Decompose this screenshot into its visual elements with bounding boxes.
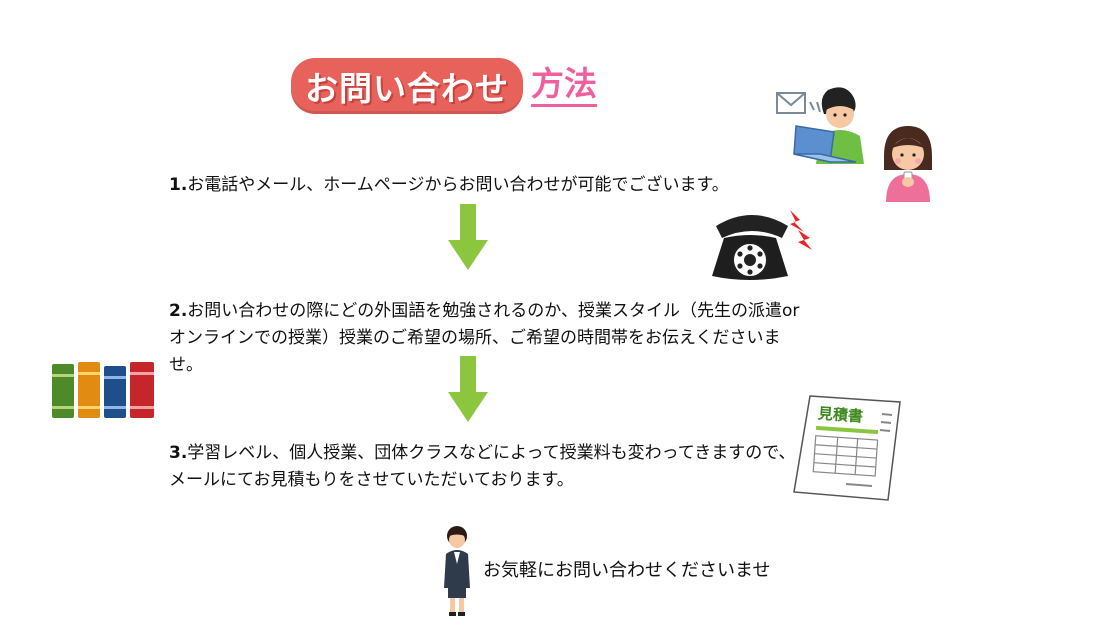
step-number: 3. <box>169 443 188 463</box>
title-pill-text: お問い合わせ <box>305 69 509 108</box>
closing-message: お気軽にお問い合わせくださいませ <box>483 560 771 581</box>
step-text: 学習レベル、個人授業、団体クラスなどによって授業料も変わってきますので、メールに… <box>169 443 796 490</box>
estimate-document: 見積書 <box>792 392 908 506</box>
step-number: 2. <box>169 301 188 321</box>
estimate-document-icon <box>793 395 901 501</box>
page-title: お問い合わせ 方法 <box>291 56 597 116</box>
title-pill: お問い合わせ <box>291 58 523 114</box>
books-icon <box>52 362 154 418</box>
step-2: 2.お問い合わせの際にどの外国語を勉強されるのか、授業スタイル（先生の派遣orオ… <box>169 298 809 379</box>
step-text: お問い合わせの際にどの外国語を勉強されるのか、授業スタイル（先生の派遣orオンラ… <box>169 301 800 375</box>
step-3: 3.学習レベル、個人授業、団体クラスなどによって授業料も変わってきますので、メー… <box>169 440 809 494</box>
signal-lines-icon <box>809 101 821 113</box>
envelope-icon <box>776 92 806 114</box>
woman-phone-icon <box>884 126 932 202</box>
arrow-down-icon <box>448 204 488 270</box>
title-method-text: 方法 <box>531 65 597 107</box>
step-number: 1. <box>169 175 188 195</box>
bowing-woman-icon <box>444 526 470 616</box>
estimate-document-label: 見積書 <box>817 404 864 426</box>
step-1: 1.お電話やメール、ホームページからお問い合わせが可能でございます。 <box>169 172 829 199</box>
laptop-user-icon <box>793 87 864 164</box>
telephone-icon <box>712 210 812 280</box>
step-text: お電話やメール、ホームページからお問い合わせが可能でございます。 <box>187 175 729 195</box>
arrow-down-icon <box>448 356 488 422</box>
